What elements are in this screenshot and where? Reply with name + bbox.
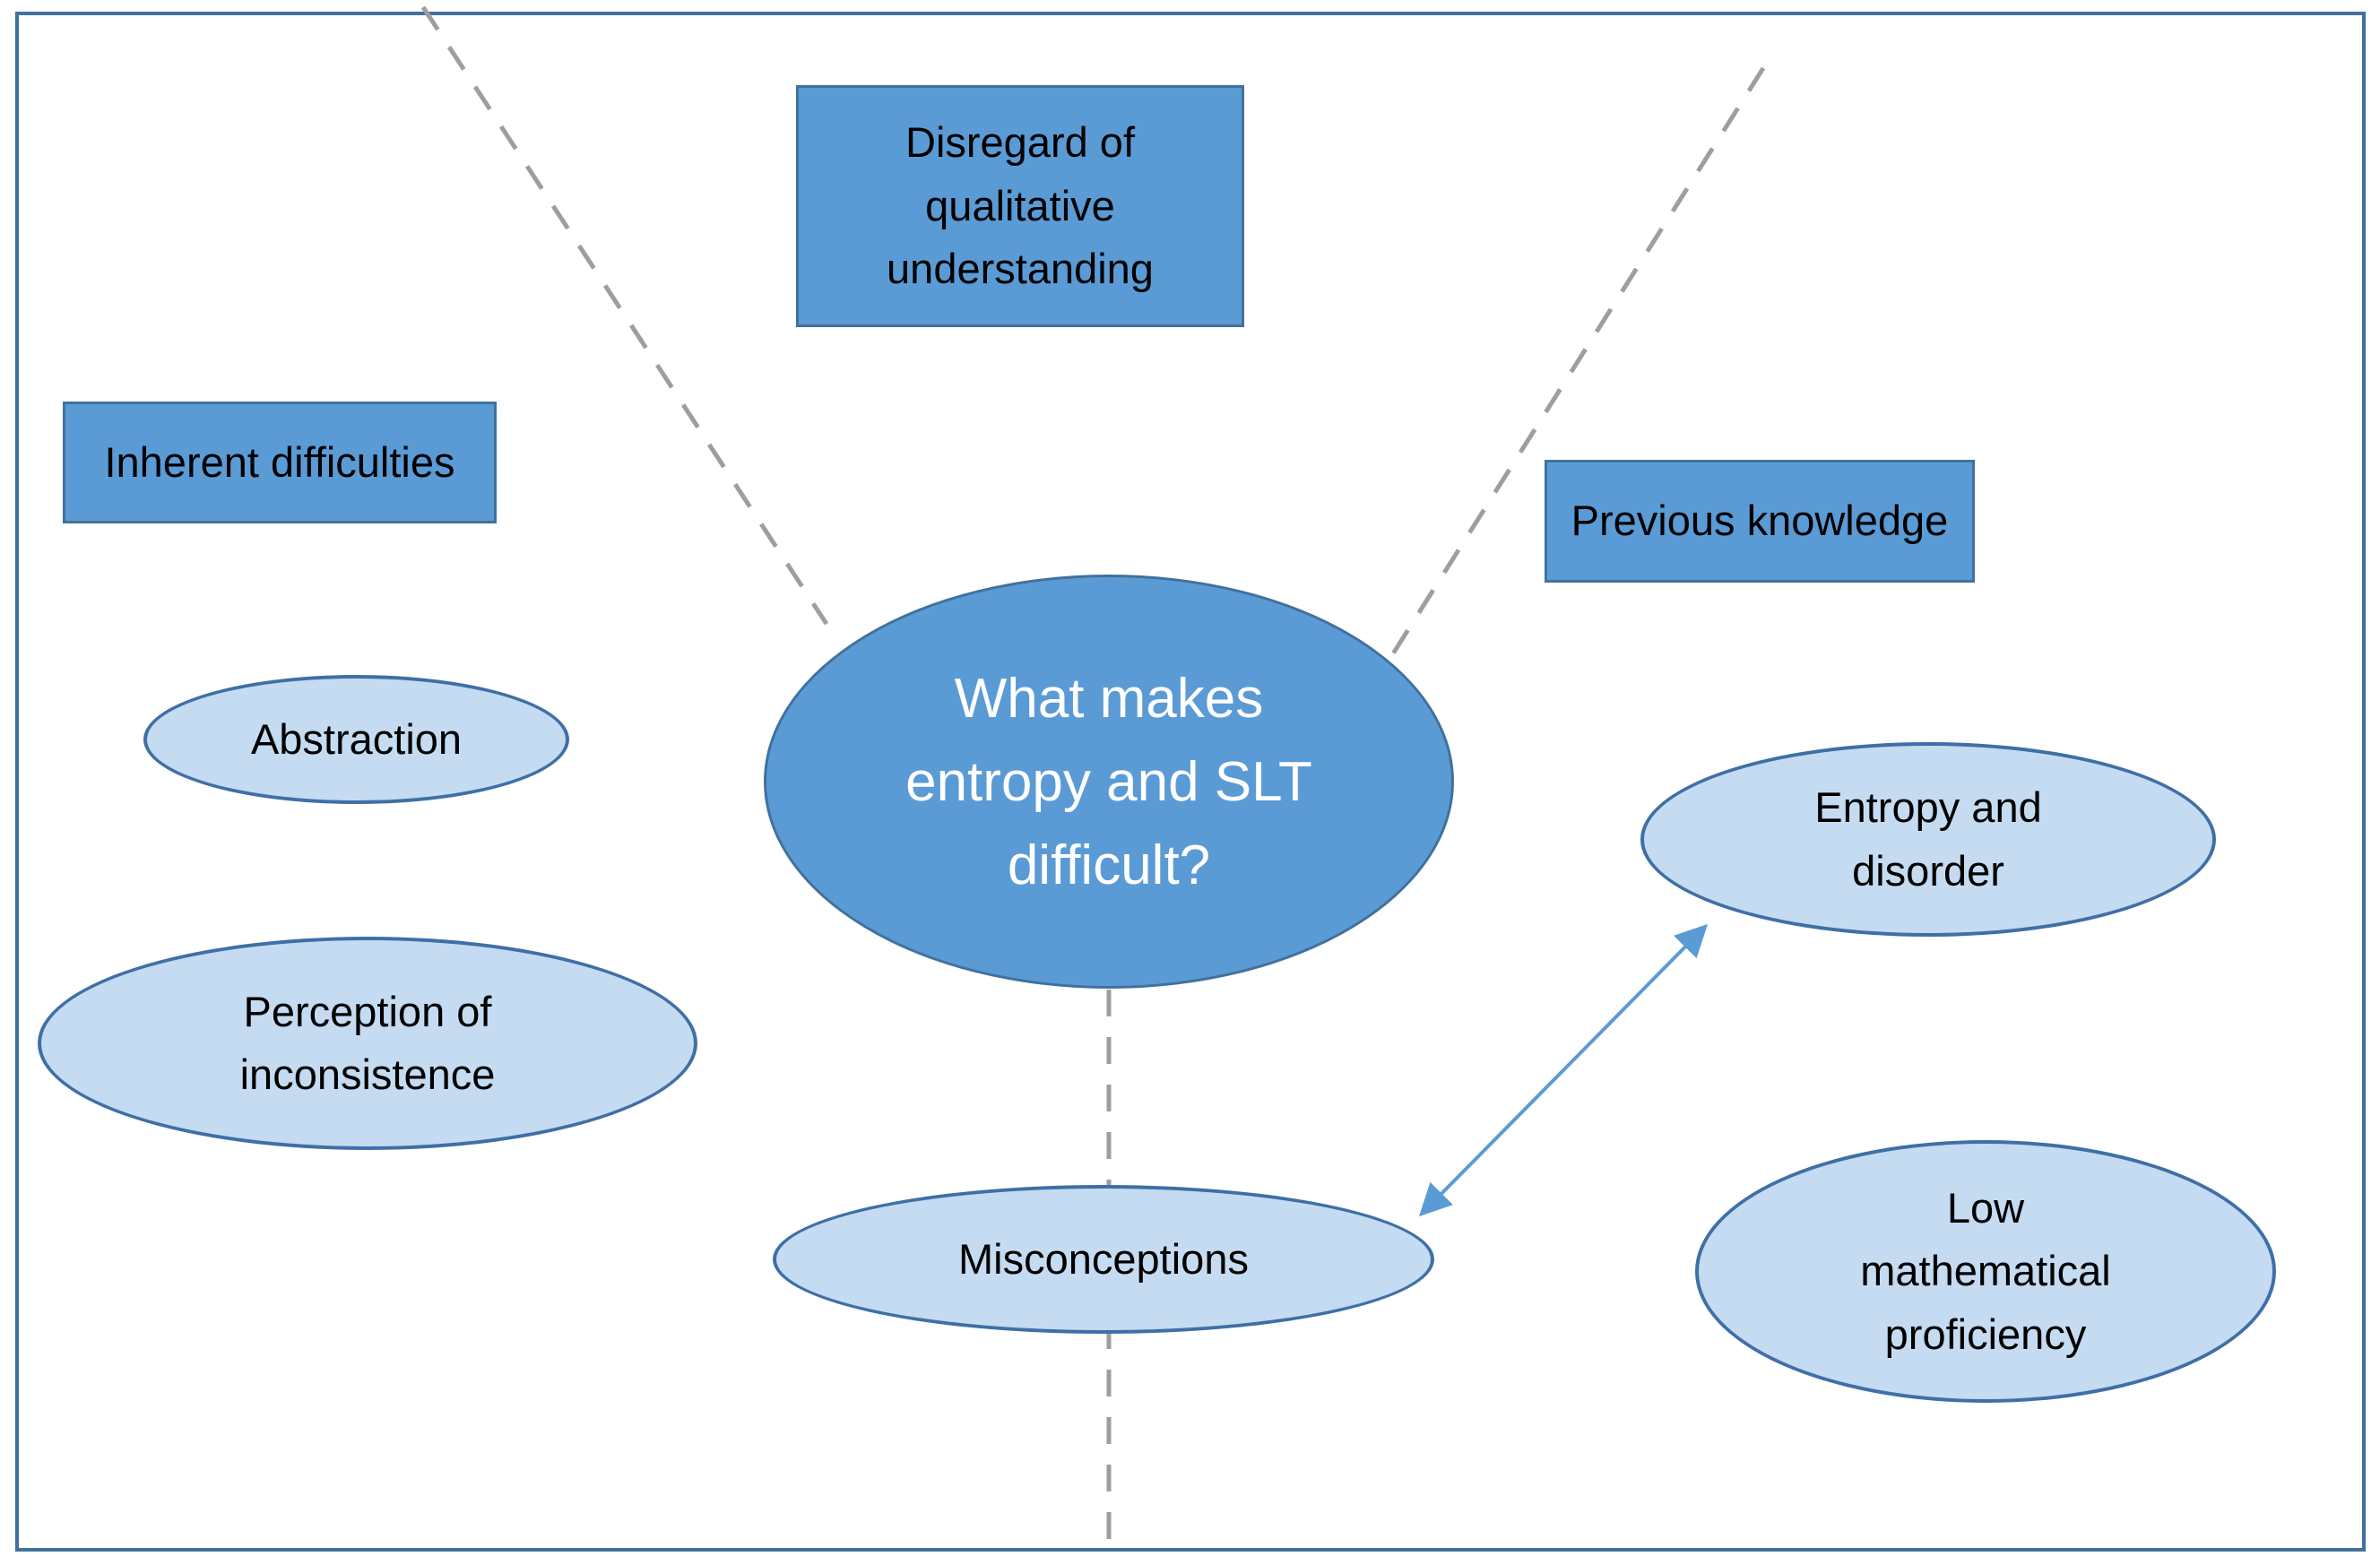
topic-label: Entropy and disorder xyxy=(1814,783,2042,895)
category-label: Previous knowledge xyxy=(1571,497,1949,545)
category-box-inherent-difficulties: Inherent difficulties xyxy=(63,402,497,523)
topic-label: Abstraction xyxy=(250,714,463,763)
category-box-disregard-of-qualitative-understanding: Disregard of qualitative understanding xyxy=(796,85,1244,327)
topic-label: Perception of inconsistence xyxy=(239,987,496,1099)
central-question-ellipse: What makes entropy and SLT difficult? xyxy=(764,575,1454,989)
topic-ellipse-abstraction: Abstraction xyxy=(143,675,569,804)
topic-ellipse-entropy-and-disorder: Entropy and disorder xyxy=(1640,742,2216,937)
divider-dashed-line-upper-right xyxy=(1388,66,1766,660)
diagram-frame-border xyxy=(15,12,2366,1552)
topic-ellipse-low-mathematical-proficiency: Low mathematical proficiency xyxy=(1695,1140,2276,1403)
topic-ellipse-misconceptions: Misconceptions xyxy=(773,1185,1434,1334)
category-box-previous-knowledge: Previous knowledge xyxy=(1545,460,1975,583)
divider-dashed-line-upper-left xyxy=(420,5,829,626)
central-question-label: What makes entropy and SLT difficult? xyxy=(905,667,1312,896)
topic-label: Misconceptions xyxy=(958,1234,1249,1283)
double-headed-arrow xyxy=(1418,923,1709,1217)
category-label: Disregard of qualitative understanding xyxy=(887,118,1154,293)
topic-label: Low mathematical proficiency xyxy=(1860,1183,2111,1358)
topic-ellipse-perception-of-inconsistence: Perception of inconsistence xyxy=(38,937,697,1150)
category-label: Inherent difficulties xyxy=(104,437,455,486)
